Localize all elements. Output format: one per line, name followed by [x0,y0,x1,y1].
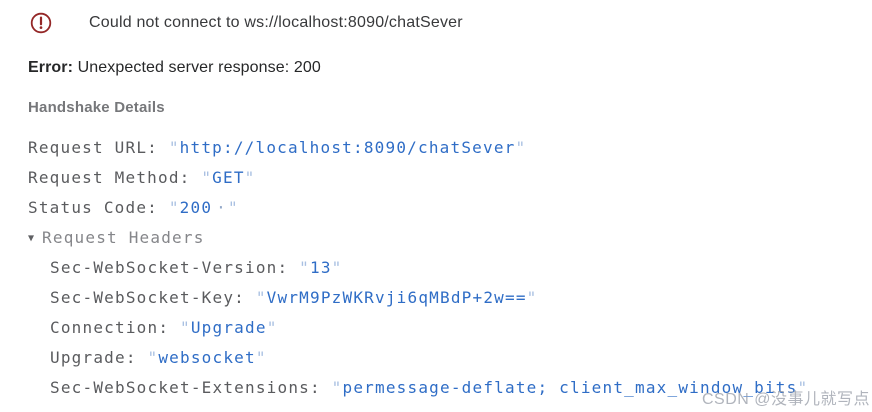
header-value: permessage-deflate; client_max_window_bi… [342,378,798,397]
close-quote: " [244,168,256,187]
close-quote: " [515,138,527,157]
header-row-sec-websocket-key: Sec-WebSocket-Key: "VwrM9PzWKRvji6qMBdP+… [28,283,808,313]
request-method-value: GET [212,168,245,187]
header-value: Upgrade [190,318,267,337]
header-row-sec-websocket-version: Sec-WebSocket-Version: "13" [28,253,808,283]
close-quote: " [797,378,809,397]
request-headers-label: Request Headers [42,228,205,247]
header-row-connection: Connection: "Upgrade" [28,313,808,343]
handshake-details-block: Request URL: "http://localhost:8090/chat… [28,133,808,403]
open-quote: " [331,378,343,397]
open-quote: " [168,198,180,217]
request-method-key: Request Method: [28,168,202,187]
open-quote: " [180,318,191,337]
collapse-triangle-icon: ▼ [28,233,35,244]
error-text: Unexpected server response: 200 [73,59,321,76]
close-quote: " [331,258,343,277]
status-code-row: Status Code: "200·" [28,193,808,223]
error-summary: Error: Unexpected server response: 200 [28,59,321,77]
banner-message: Could not connect to ws://localhost:8090… [89,14,463,31]
connection-error-banner: Could not connect to ws://localhost:8090… [30,12,463,34]
open-quote: " [299,258,310,277]
header-key: Sec-WebSocket-Version: [50,258,300,277]
header-key: Sec-WebSocket-Key: [50,288,256,307]
request-method-row: Request Method: "GET" [28,163,808,193]
status-code-key: Status Code: [28,198,169,217]
handshake-details-heading: Handshake Details [28,99,165,116]
close-quote: " [228,198,239,217]
request-url-row: Request URL: "http://localhost:8090/chat… [28,133,808,163]
close-quote: " [255,348,267,367]
request-headers-toggle[interactable]: ▼ Request Headers [28,223,808,253]
error-circle-icon [30,12,52,34]
header-row-sec-websocket-extensions: Sec-WebSocket-Extensions: "permessage-de… [28,373,808,403]
trailing-space-dot: · [216,198,228,217]
request-url-key: Request URL: [28,138,169,157]
open-quote: " [147,348,159,367]
close-quote: " [266,318,278,337]
status-code-value: 200 [179,198,213,217]
open-quote: " [168,138,180,157]
error-label: Error: [28,59,74,76]
header-value: websocket [158,348,256,367]
open-quote: " [255,288,267,307]
header-value: 13 [310,258,332,277]
header-value: VwrM9PzWKRvji6qMBdP+2w== [266,288,527,307]
header-row-upgrade: Upgrade: "websocket" [28,343,808,373]
close-quote: " [526,288,538,307]
header-key: Connection: [50,318,180,337]
header-key: Upgrade: [50,348,148,367]
open-quote: " [201,168,213,187]
header-key: Sec-WebSocket-Extensions: [50,378,332,397]
request-url-value: http://localhost:8090/chatSever [179,138,516,157]
